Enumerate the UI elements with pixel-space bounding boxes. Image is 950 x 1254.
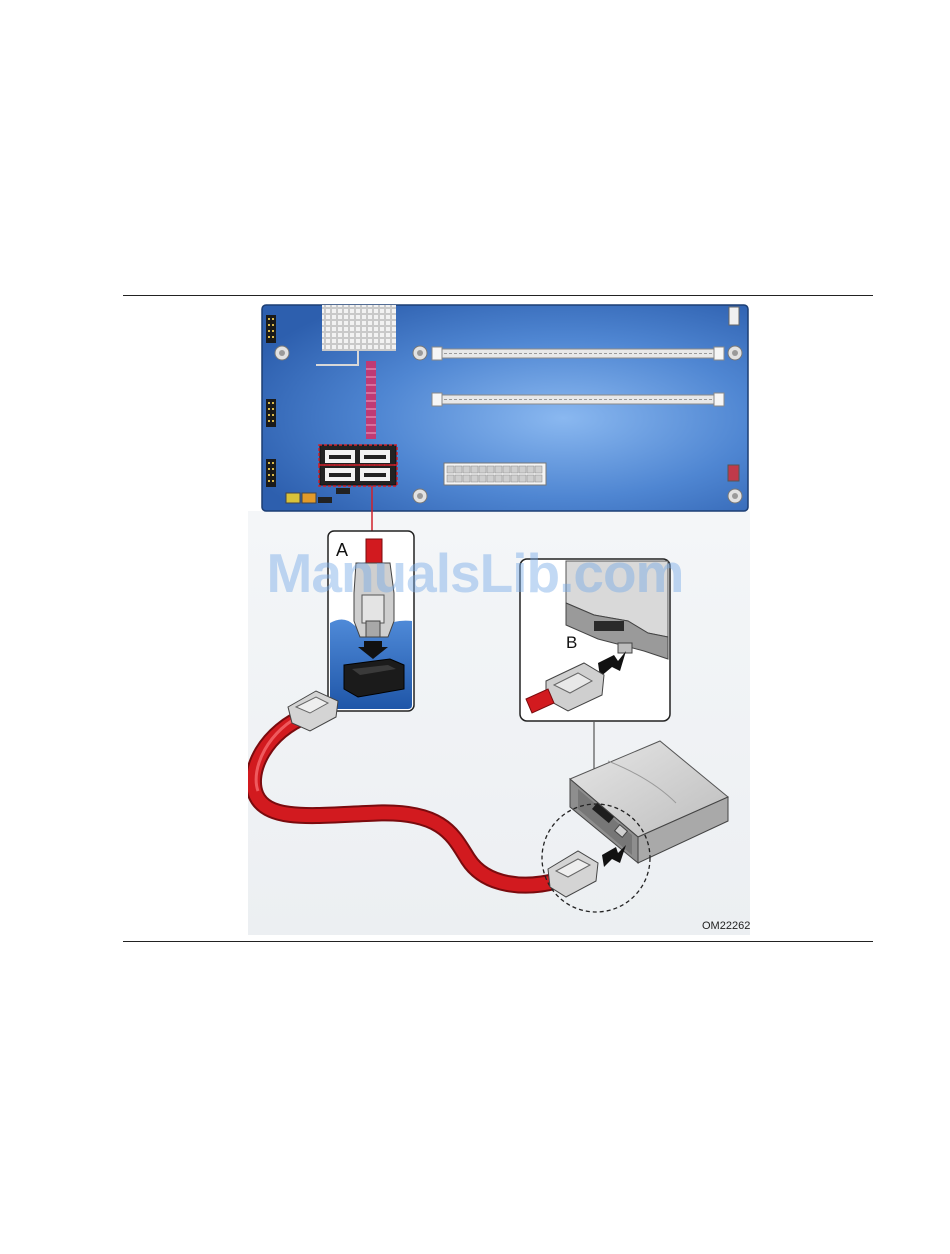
motherboard <box>262 305 748 511</box>
bottom-rule <box>123 941 873 942</box>
heatsink <box>322 305 396 351</box>
callout-a-panel: A <box>328 531 414 711</box>
fan-header-red <box>728 465 739 481</box>
sata-cable-connection-figure: A B <box>248 303 750 935</box>
pin-header-left <box>266 315 276 487</box>
callout-b-label: B <box>566 633 577 652</box>
top-rule <box>123 295 873 296</box>
front-panel-header <box>366 361 376 439</box>
fan-header <box>729 307 739 325</box>
sata-connectors-onboard <box>319 445 397 486</box>
callout-a-label: A <box>336 540 348 560</box>
power-connector <box>444 463 546 485</box>
figure-id: OM22262 <box>702 920 750 932</box>
callout-b-panel: B <box>520 559 670 721</box>
